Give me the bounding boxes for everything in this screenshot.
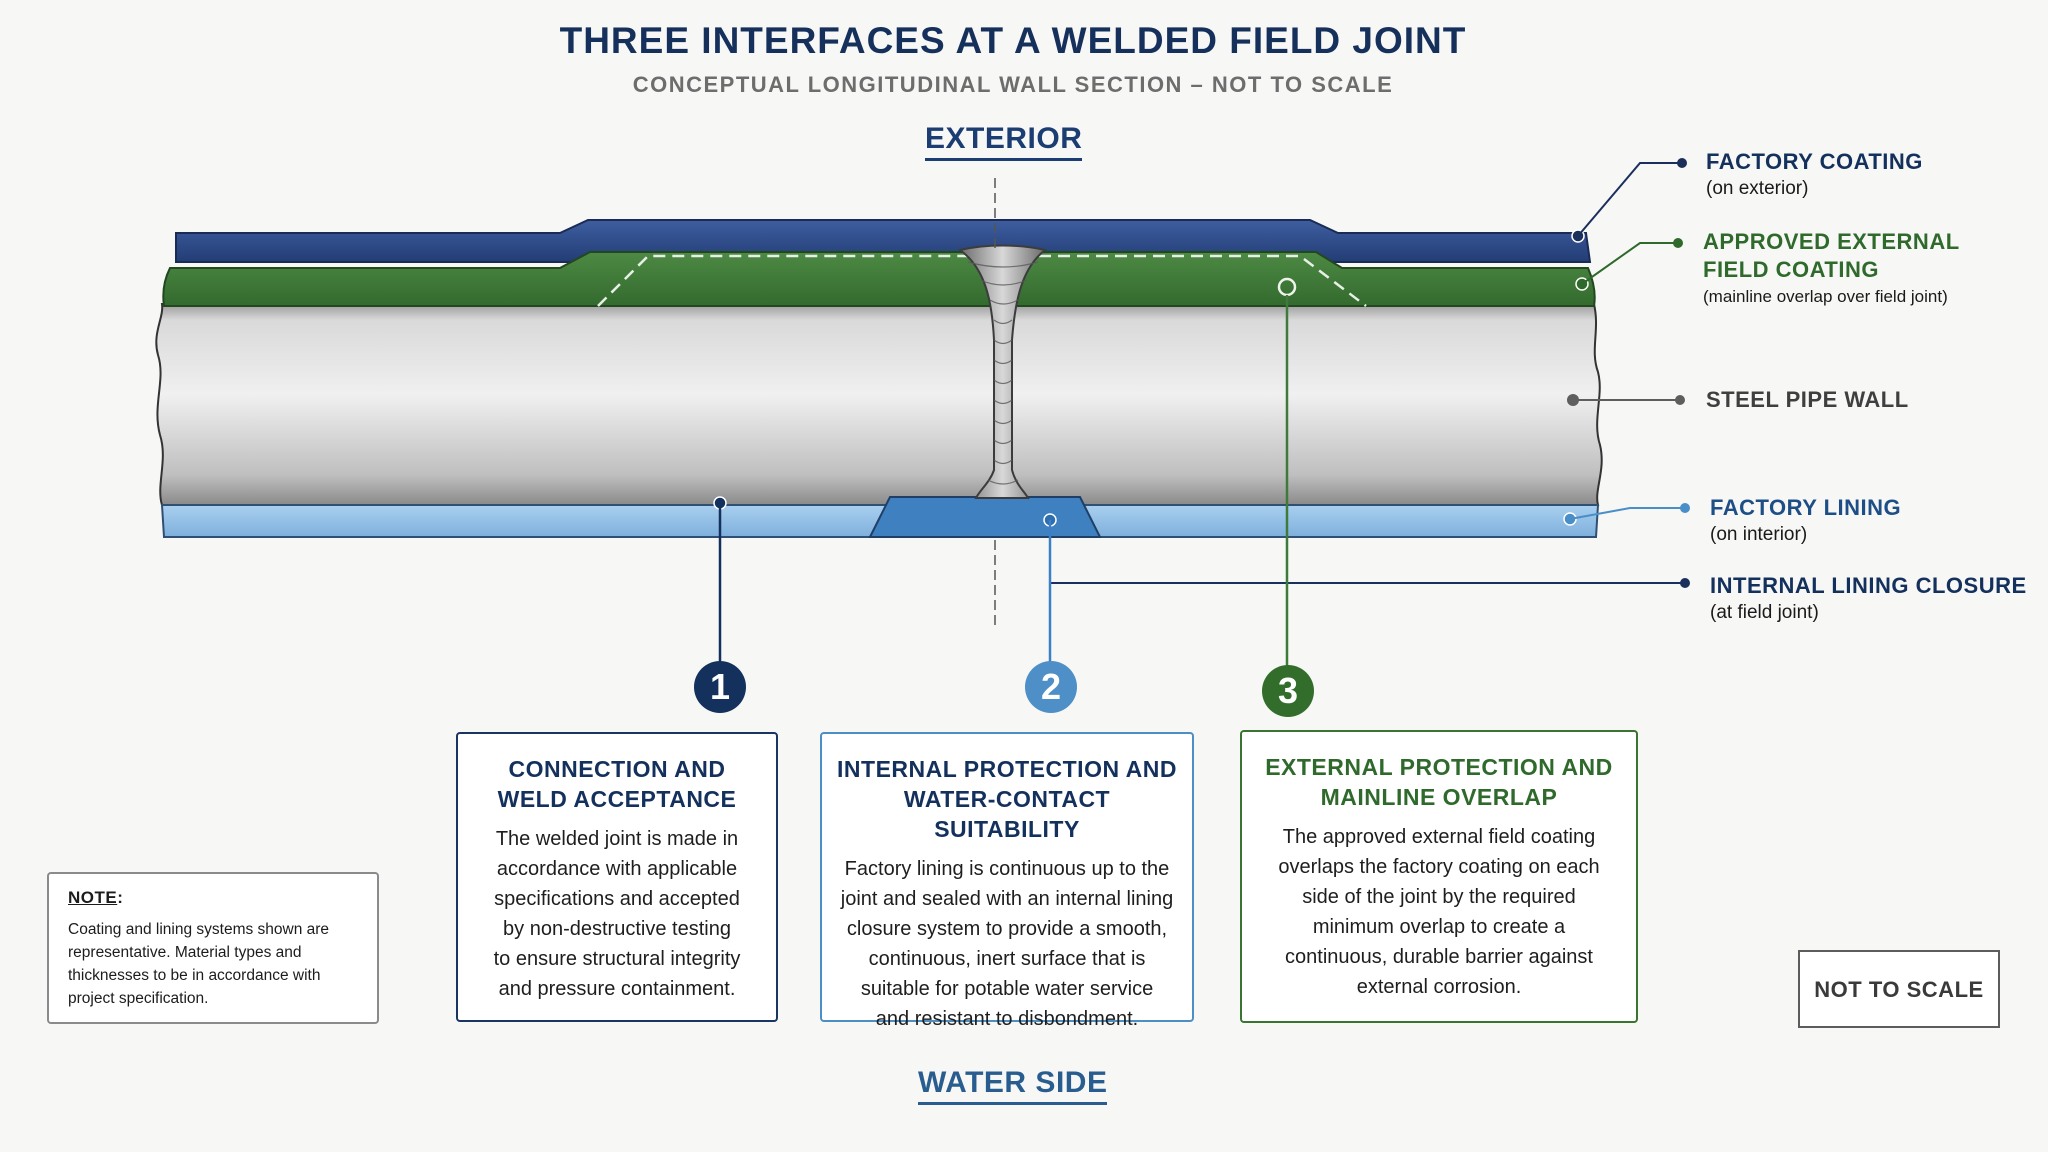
callout-factory-lining-sub: (on interior): [1710, 524, 1808, 545]
external-field-coating-layer: [162, 251, 1596, 307]
card-2-body: Factory lining is continuous up to the j…: [836, 854, 1178, 1034]
callout-field-coating-title-2: FIELD COATING: [1703, 257, 1879, 282]
card-1-line: to ensure structural integrity: [493, 948, 741, 970]
callout-factory-coating-sub: (on exterior): [1706, 178, 1809, 199]
leader-field-coating: [1575, 238, 1683, 291]
card-1-title-line-2: WELD ACCEPTANCE: [497, 786, 737, 812]
card-1-title-line-1: CONNECTION AND: [508, 756, 726, 782]
badge-3: 3: [1262, 665, 1314, 717]
card-3-line: side of the joint by the required: [1302, 886, 1576, 908]
card-3-line: The approved external field coating: [1282, 826, 1596, 848]
card-2-title-line-2: WATER-CONTACT SUITABILITY: [903, 786, 1111, 842]
card-3-title: EXTERNAL PROTECTION AND MAINLINE OVERLAP: [1256, 752, 1622, 812]
card-1-body: The welded joint is made in accordance w…: [472, 824, 762, 1004]
note-line: representative. Material types and: [68, 944, 302, 961]
card-1-line: by non-destructive testing: [503, 918, 731, 940]
card-3-line: overlaps the factory coating on each: [1278, 856, 1600, 878]
callout-factory-lining-title: FACTORY LINING: [1710, 495, 1902, 520]
field-coating-overlap-outline: [597, 254, 1367, 307]
note-line: thicknesses to be in accordance with: [68, 967, 321, 984]
card-1-line: The welded joint is made in: [495, 828, 739, 850]
badge-2: 2: [1025, 661, 1077, 713]
card-2-line: closure system to provide a smooth,: [846, 918, 1168, 940]
callout-lining-closure-sub: (at field joint): [1710, 602, 1819, 623]
card-connection-weld: CONNECTION AND WELD ACCEPTANCE The welde…: [456, 732, 778, 1022]
card-3-body: The approved external field coating over…: [1256, 822, 1622, 1002]
callout-lining-closure: INTERNAL LINING CLOSURE (at field joint): [1710, 572, 2027, 626]
callout-lining-closure-title: INTERNAL LINING CLOSURE: [1710, 573, 2027, 598]
note-line: Coating and lining systems shown are: [68, 921, 330, 938]
weld-ripples: [967, 261, 1039, 485]
water-side-label: WATER SIDE: [918, 1066, 1108, 1105]
card-3-line: continuous, durable barrier against: [1285, 946, 1593, 968]
exterior-label: EXTERIOR: [925, 122, 1083, 161]
card-1-line: specifications and accepted: [494, 888, 740, 910]
card-2-title-line-1: INTERNAL PROTECTION AND: [837, 756, 1177, 782]
callout-steel-wall: STEEL PIPE WALL: [1706, 386, 1909, 414]
card-external-protection: EXTERNAL PROTECTION AND MAINLINE OVERLAP…: [1240, 730, 1638, 1023]
leader-steel-wall: [1567, 394, 1685, 406]
leader-badge-2: [1043, 513, 1057, 662]
weld-bead: [957, 244, 1048, 499]
note-colon: :: [117, 888, 123, 907]
leader-badge-3: [1277, 277, 1297, 666]
card-2-line: joint and sealed with an internal lining: [840, 888, 1174, 910]
not-to-scale-box: NOT TO SCALE: [1798, 950, 2000, 1028]
card-2-title: INTERNAL PROTECTION AND WATER-CONTACT SU…: [836, 754, 1178, 844]
card-1-line: accordance with applicable: [496, 858, 738, 880]
diagram-title: THREE INTERFACES AT A WELDED FIELD JOINT: [559, 20, 1467, 61]
card-3-line: external corrosion.: [1356, 976, 1522, 998]
callout-field-coating: APPROVED EXTERNAL FIELD COATING (mainlin…: [1703, 228, 1960, 310]
leader-lining-closure: [1050, 578, 1690, 588]
callout-factory-coating-title: FACTORY COATING: [1706, 149, 1923, 174]
callout-field-coating-sub: (mainline overlap over field joint): [1703, 287, 1948, 306]
card-2-line: Factory lining is continuous up to the: [844, 858, 1170, 880]
card-2-line: and resistant to disbondment.: [875, 1008, 1139, 1030]
card-2-line: suitable for potable water service: [860, 978, 1154, 1000]
card-3-line: minimum overlap to create a: [1312, 916, 1566, 938]
callout-steel-wall-title: STEEL PIPE WALL: [1706, 387, 1909, 412]
leader-badge-1: [713, 496, 727, 662]
card-3-title-line-2: MAINLINE OVERLAP: [1320, 784, 1558, 810]
note-line: project specification.: [68, 990, 209, 1007]
card-2-line: continuous, inert surface that is: [868, 948, 1146, 970]
card-3-title-line-1: EXTERNAL PROTECTION AND: [1265, 754, 1613, 780]
internal-lining-closure: [868, 496, 1102, 538]
note-box: NOTE: Coating and lining systems shown a…: [47, 872, 379, 1024]
steel-pipe-wall: [155, 303, 1603, 506]
leader-factory-coating: [1571, 158, 1687, 243]
callout-factory-coating: FACTORY COATING (on exterior): [1706, 148, 1923, 202]
leader-factory-lining: [1563, 503, 1690, 526]
callout-field-coating-title-1: APPROVED EXTERNAL: [1703, 229, 1960, 254]
note-heading: NOTE: [68, 888, 118, 907]
card-1-line: and pressure containment.: [498, 978, 736, 1000]
note-text: Coating and lining systems shown are rep…: [68, 918, 359, 1010]
card-1-title: CONNECTION AND WELD ACCEPTANCE: [472, 754, 762, 814]
card-internal-protection: INTERNAL PROTECTION AND WATER-CONTACT SU…: [820, 732, 1194, 1030]
badge-1: 1: [694, 661, 746, 713]
callout-factory-lining: FACTORY LINING (on interior): [1710, 494, 1901, 548]
diagram-subtitle: CONCEPTUAL LONGITUDINAL WALL SECTION – N…: [632, 72, 1394, 97]
